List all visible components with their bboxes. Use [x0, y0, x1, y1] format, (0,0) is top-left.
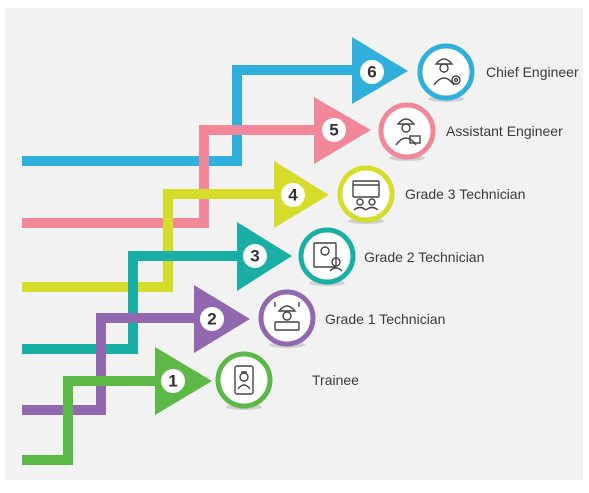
step-5-icon-ring	[378, 102, 436, 160]
step-1-number: 1	[168, 372, 177, 391]
step-5-number: 5	[329, 121, 338, 140]
stair-line-2	[22, 313, 210, 415]
step-3-number: 3	[250, 247, 259, 266]
engineer-with-toolbox-icon	[395, 118, 421, 146]
step-2-number: 2	[207, 310, 216, 329]
step-6-label: Chief Engineer	[486, 64, 579, 80]
step-5: 5 Assistant Engineer	[314, 97, 563, 164]
step-1-label: Trainee	[312, 372, 359, 388]
step-3-label: Grade 2 Technician	[364, 249, 484, 265]
step-4-number-badge	[281, 183, 305, 207]
step-1-icon-ring	[215, 351, 273, 409]
blueprint-worker-icon	[313, 242, 343, 272]
step-4: 4 Grade 3 Technician	[274, 161, 525, 228]
step-4-icon-ring	[337, 165, 395, 223]
worker-at-desk-icon	[274, 302, 300, 331]
chief-engineer-icon	[433, 58, 461, 86]
stair-line-3	[22, 251, 250, 354]
step-2-number-badge	[200, 307, 224, 331]
stair-line-4	[22, 189, 290, 292]
step-6: 6 Chief Engineer	[352, 37, 579, 104]
step-3-icon-ring	[298, 227, 356, 285]
stair-line-6	[22, 65, 370, 166]
stair-line-1	[22, 376, 170, 465]
stair-line-5	[22, 125, 330, 228]
step-2-icon-ring	[258, 289, 316, 347]
step-6-number-badge	[360, 60, 384, 84]
step-5-number-badge	[322, 118, 346, 142]
step-1: 1 Trainee	[155, 347, 359, 415]
step-2-label: Grade 1 Technician	[325, 311, 445, 327]
computer-workers-icon	[352, 180, 380, 211]
step-4-number: 4	[288, 186, 298, 205]
step-4-label: Grade 3 Technician	[405, 186, 525, 202]
step-6-number: 6	[367, 63, 376, 82]
step-3-number-badge	[243, 244, 267, 268]
step-5-label: Assistant Engineer	[446, 123, 563, 139]
step-2: 2 Grade 1 Technician	[194, 285, 445, 353]
step-1-number-badge	[161, 369, 185, 393]
trainee-worker-icon	[234, 365, 254, 395]
step-3: 3 Grade 2 Technician	[237, 222, 484, 291]
